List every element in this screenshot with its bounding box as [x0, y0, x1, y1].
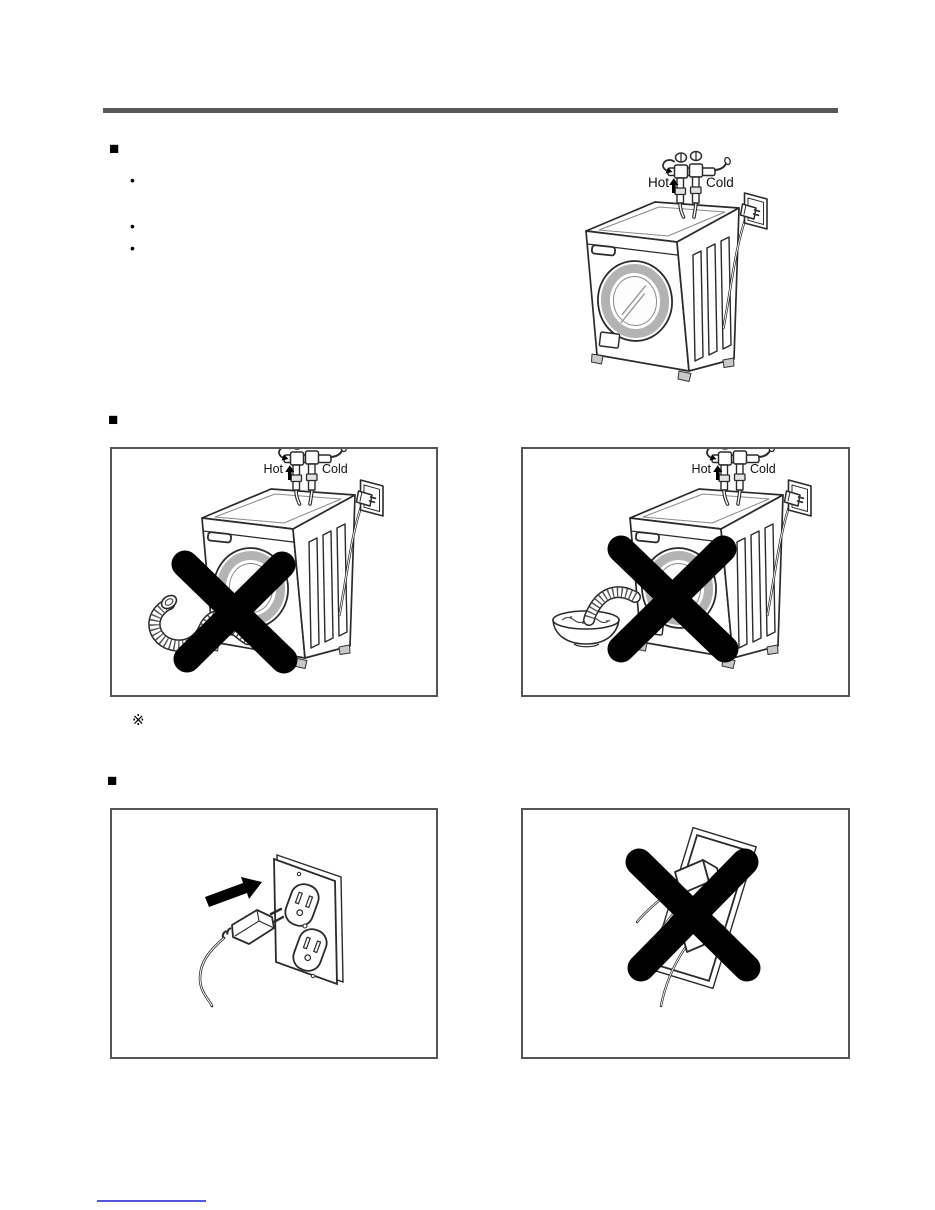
- drain-hose-icon: [583, 586, 641, 626]
- footer-link-underline: [97, 1200, 206, 1202]
- hot-label: Hot: [648, 175, 669, 190]
- reference-mark: ※: [132, 712, 145, 729]
- section-marker-3: ■: [107, 771, 118, 790]
- x-mark-icon: [607, 535, 739, 663]
- box-drain-hose-floor: Hot Cold: [110, 447, 438, 697]
- section-marker-2: ■: [108, 410, 119, 429]
- hot-label: Hot: [692, 462, 712, 476]
- top-illustration-washer-hookup: Hot Cold: [577, 146, 775, 404]
- plug-prongs: [269, 907, 285, 924]
- outlet-plate-icon: [273, 854, 344, 986]
- power-cord: [198, 936, 226, 1008]
- x-mark-icon: [625, 848, 761, 982]
- box-drain-hose-basin: Hot Cold: [521, 447, 850, 697]
- screw: [310, 973, 316, 979]
- x-mark-icon: [171, 550, 298, 674]
- power-plug-icon: [198, 907, 285, 1008]
- screw: [302, 923, 308, 929]
- cold-label: Cold: [750, 462, 776, 476]
- bullet-item-1: •: [130, 172, 135, 188]
- screw: [296, 871, 302, 877]
- bullet-item-3: •: [130, 240, 135, 256]
- bullet-item-2: •: [130, 218, 135, 234]
- top-divider: [103, 108, 838, 113]
- drain-floor-scene: Hot Cold: [148, 449, 436, 674]
- receptacle: [284, 883, 320, 927]
- box-outlet-overload: [521, 808, 850, 1059]
- plug-insert-scene: [198, 854, 344, 1008]
- box-plug-insert: [110, 808, 438, 1059]
- hot-label: Hot: [264, 462, 284, 476]
- overload-scene: [625, 826, 761, 1008]
- cold-label: Cold: [322, 462, 348, 476]
- receptacle: [292, 928, 328, 972]
- cold-label: Cold: [706, 175, 734, 190]
- section-marker-1: ■: [109, 139, 120, 158]
- insert-arrow-icon: [205, 877, 262, 907]
- drain-basin-scene: Hot Cold: [552, 449, 847, 695]
